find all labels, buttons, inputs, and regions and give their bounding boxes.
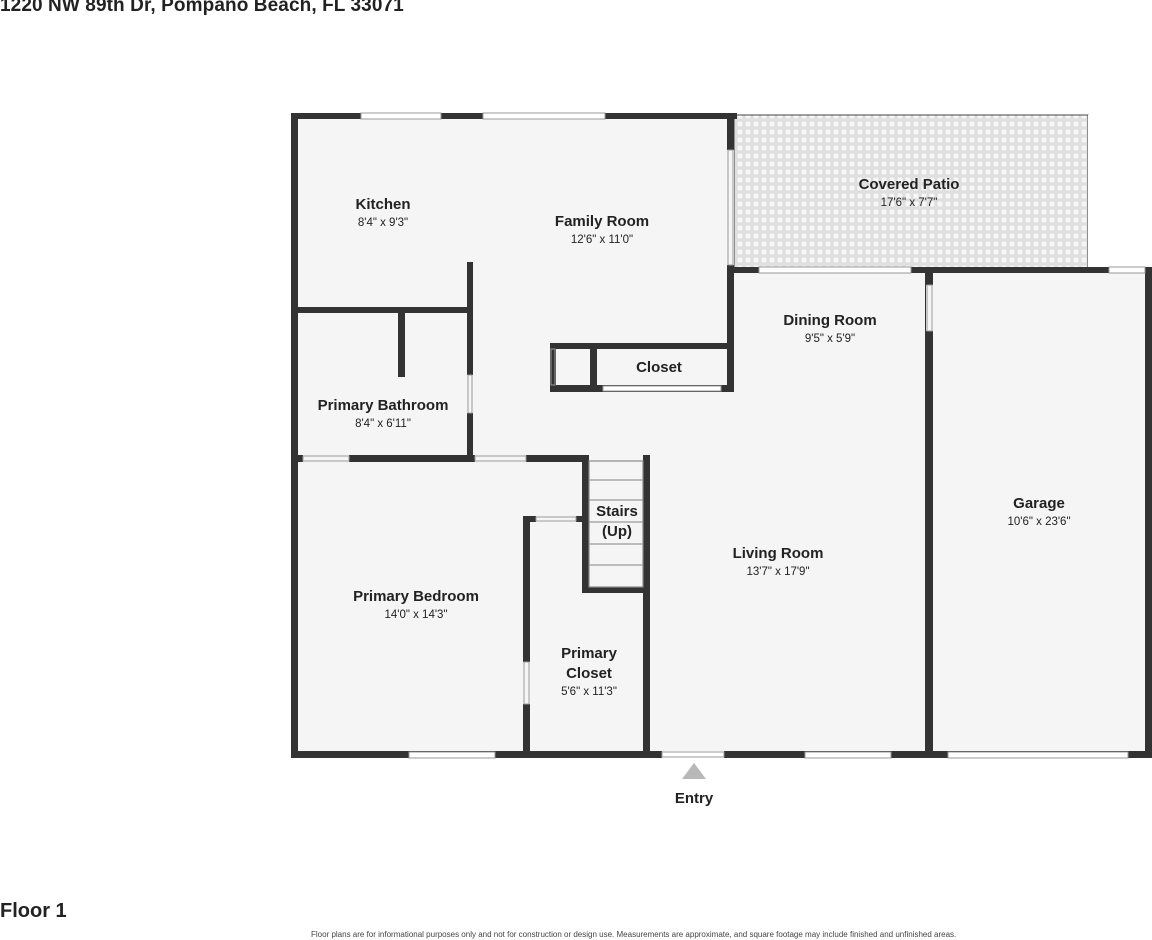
room-name: Living Room [732, 545, 824, 562]
room-name: Dining Room [783, 312, 877, 329]
room-covered-patio: Covered Patio 17'6" x 7'7" [859, 175, 960, 211]
room-primary-closet: Primary Closet 5'6" x 11'3" [561, 644, 617, 700]
entry-arrow-icon [682, 763, 706, 779]
room-living-room: Living Room 13'7" x 17'9" [733, 544, 824, 580]
entry-label: Entry [674, 790, 714, 807]
room-name-line2: (Up) [601, 523, 632, 540]
room-name: Garage [1013, 495, 1065, 512]
room-primary-bathroom: Primary Bathroom 8'4" x 6'11" [318, 396, 449, 432]
room-name: Primary Bathroom [317, 397, 449, 414]
door-openings [303, 150, 933, 758]
room-closet: Closet [636, 358, 682, 378]
room-name: Family Room [554, 213, 650, 230]
room-dimensions: 13'7" x 17'9" [746, 566, 810, 578]
room-primary-bedroom: Primary Bedroom 14'0" x 14'3" [353, 587, 479, 623]
room-name: Primary Bedroom [353, 588, 479, 605]
room-family-room: Family Room 12'6" x 11'0" [555, 212, 649, 248]
room-name: Closet [636, 359, 682, 376]
property-address: 1220 NW 89th Dr, Pompano Beach, FL 33071 [0, 0, 404, 16]
room-dimensions: 8'4" x 9'3" [357, 217, 409, 229]
room-name-line2: Closet [566, 665, 612, 682]
room-name: Covered Patio [858, 176, 960, 193]
room-kitchen: Kitchen 8'4" x 9'3" [355, 195, 410, 231]
room-garage: Garage 10'6" x 23'6" [1007, 494, 1070, 530]
room-dimensions: 9'5" x 5'9" [804, 333, 856, 345]
room-dimensions: 10'6" x 23'6" [1007, 516, 1071, 528]
room-name: Kitchen [355, 196, 411, 213]
stair-treads [588, 460, 644, 588]
room-dimensions: 14'0" x 14'3" [384, 609, 448, 621]
floor-label: Floor 1 [0, 900, 67, 922]
room-dining-room: Dining Room 9'5" x 5'9" [783, 311, 876, 347]
room-dimensions: 17'6" x 7'7" [880, 197, 938, 209]
disclaimer-text: Floor plans are for informational purpos… [311, 930, 957, 939]
covered-patio-floor [734, 115, 1088, 269]
room-dimensions: 8'4" x 6'11" [355, 418, 411, 430]
room-stairs: Stairs (Up) [596, 502, 638, 542]
room-name-line1: Stairs [596, 503, 638, 520]
room-dimensions: 12'6" x 11'0" [570, 234, 634, 246]
room-dimensions: 5'6" x 11'3" [561, 686, 617, 698]
windows [360, 112, 1146, 759]
room-name-line1: Primary [561, 645, 617, 662]
